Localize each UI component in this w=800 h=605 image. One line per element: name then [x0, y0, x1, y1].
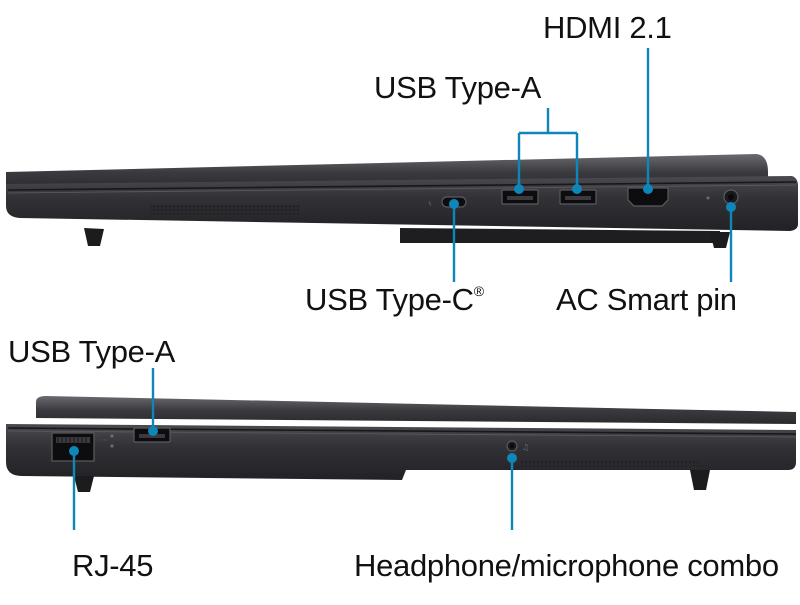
top-callout-dots — [449, 184, 736, 212]
laptop-right-side: ϟ — [6, 154, 798, 248]
bottom-panel — [400, 228, 720, 243]
label-usb-a-bottom: USB Type-A — [8, 334, 176, 369]
label-usb-c-text: USB Type-C — [305, 282, 474, 317]
laptop-foot — [690, 470, 710, 490]
callout-dot-usb-c — [449, 199, 459, 209]
label-usb-c-mark: ® — [473, 283, 484, 299]
label-audio: Headphone/microphone combo — [354, 548, 779, 583]
top-callout-lines — [452, 48, 733, 282]
callout-dot-ac-pin — [726, 202, 736, 212]
svg-text:⋯: ⋯ — [101, 436, 108, 444]
label-rj45: RJ-45 — [72, 548, 154, 583]
laptop-foot — [84, 228, 104, 246]
laptop-lid-bottom — [36, 396, 796, 424]
label-usb-a-top: USB Type-A — [374, 70, 542, 105]
laptop-base-top — [6, 176, 798, 231]
laptop-foot — [710, 232, 730, 248]
hdmi-port — [627, 187, 669, 207]
bottom-callout-dots — [69, 426, 517, 463]
laptop-foot — [74, 476, 94, 492]
label-usb-c: USB Type-C® — [305, 284, 484, 315]
callout-dot-rj45 — [69, 446, 79, 456]
bottom-callout-lines — [72, 368, 514, 530]
callout-dot-hdmi — [643, 184, 653, 194]
speaker-grille — [150, 205, 300, 215]
callout-dot-usb-a-2 — [572, 184, 582, 194]
svg-text:ϟ: ϟ — [428, 201, 432, 208]
callout-dot-usb-a-left — [148, 426, 158, 436]
label-ac-pin: AC Smart pin — [556, 282, 737, 317]
laptop-left-side: ⋯ ♫ — [6, 396, 797, 492]
speaker-grille — [520, 460, 700, 470]
callout-dot-usb-a-1 — [514, 184, 524, 194]
callout-dot-audio — [507, 453, 517, 463]
svg-text:♫: ♫ — [522, 443, 529, 452]
label-hdmi: HDMI 2.1 — [543, 10, 672, 45]
